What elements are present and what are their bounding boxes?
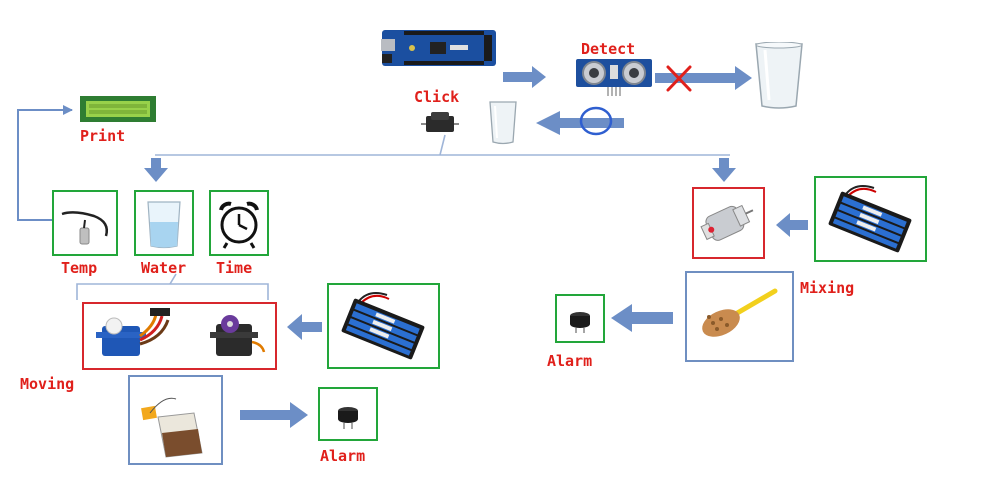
water-label: Water	[141, 259, 187, 277]
blue-ellipse-icon	[579, 106, 613, 136]
arrow-teabag-to-alarm	[240, 402, 308, 428]
battery-pack-icon	[828, 185, 912, 253]
ultrasonic-sensor-icon	[576, 59, 652, 96]
bracket-line	[76, 283, 269, 300]
arrow-battery-to-servos	[287, 314, 322, 340]
small-glass-icon	[489, 101, 517, 145]
branch-line	[155, 134, 730, 156]
time-clock-box	[209, 190, 269, 256]
buzzer-icon	[338, 407, 358, 429]
arrow-down-to-sensors	[144, 158, 168, 182]
servo-motor-icon	[210, 315, 266, 356]
feedback-line-to-print	[17, 105, 73, 221]
push-button[interactable]	[420, 110, 460, 136]
water-glass-icon	[147, 201, 181, 249]
temperature-probe-icon	[61, 211, 108, 245]
arrow-spoon-to-alarm	[611, 304, 673, 332]
tea-bag-box	[128, 375, 223, 465]
alarm-clock-icon	[219, 201, 259, 249]
mixing-motor-box	[692, 187, 765, 259]
lcd-display-icon	[80, 96, 156, 122]
battery-pack-box-right	[814, 176, 927, 262]
arrow-sensor-to-glass	[655, 66, 752, 90]
mixing-label: Mixing	[800, 279, 855, 297]
temp-label: Temp	[61, 259, 98, 277]
moving-servo-box	[82, 302, 277, 370]
empty-glass-large	[753, 42, 805, 110]
alarm-buzzer-box-right	[555, 294, 605, 343]
battery-pack-box-left	[327, 283, 440, 369]
push-button-icon	[421, 112, 459, 132]
small-glass	[488, 100, 518, 145]
lcd-display	[80, 96, 156, 122]
temp-sensor-box	[52, 190, 118, 256]
alarm-label-left: Alarm	[320, 447, 366, 465]
red-x-icon	[666, 65, 692, 92]
powder-spoon-box	[685, 271, 794, 362]
arrow-battery-to-motor	[776, 213, 808, 237]
buzzer-icon	[570, 312, 590, 333]
alarm-label-right: Alarm	[547, 352, 593, 370]
detect-label: Detect	[581, 40, 636, 58]
print-label: Print	[80, 127, 126, 145]
time-label: Time	[216, 259, 253, 277]
tea-bag-icon	[141, 397, 203, 458]
arduino-mega-board	[380, 27, 498, 69]
click-label: Click	[414, 88, 460, 106]
water-level-box	[134, 190, 194, 256]
battery-pack-icon	[341, 292, 425, 360]
arrow-down-to-motor	[712, 158, 736, 182]
arrow-board-to-sensor	[503, 66, 546, 88]
dc-motor-icon	[700, 204, 754, 241]
ultrasonic-sensor	[575, 57, 653, 97]
alarm-buzzer-box-left	[318, 387, 378, 441]
arduino-mega-board-icon	[381, 30, 496, 66]
powder-spoon-icon	[702, 288, 778, 337]
empty-glass-icon	[755, 42, 803, 109]
moving-label: Moving	[20, 375, 75, 393]
servo-motor-icon	[96, 308, 170, 356]
